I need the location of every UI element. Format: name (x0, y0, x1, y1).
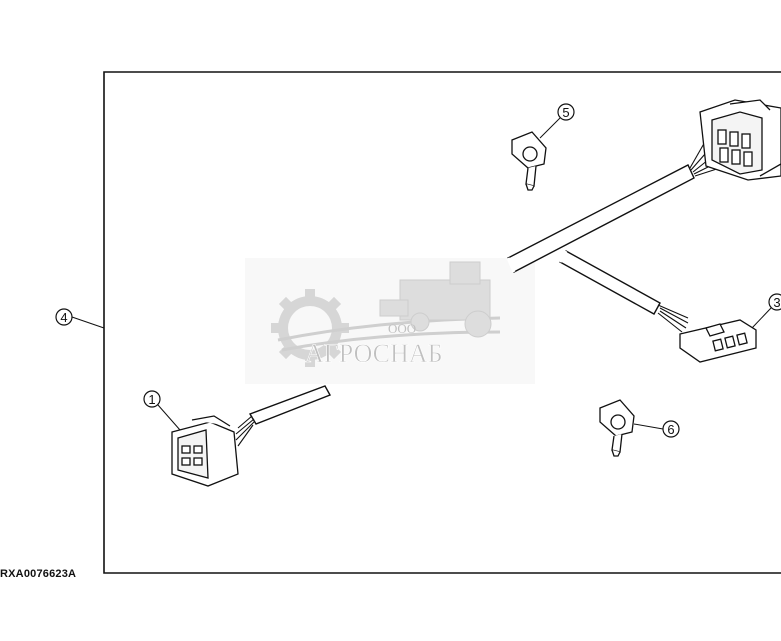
wires-connector-3 (657, 304, 689, 333)
callout-4-number: 4 (60, 310, 67, 325)
callout-3: 3 (751, 293, 781, 329)
connector-3 (679, 319, 757, 363)
diagram-frame (103, 71, 781, 574)
watermark-logo: ООО АГРОСНАБ (245, 258, 535, 384)
callout-1-number: 1 (148, 392, 155, 407)
clamp-6 (599, 399, 635, 457)
callout-5-number: 5 (562, 105, 569, 120)
callout-4: 4 (55, 308, 105, 329)
wires-connector-1 (235, 415, 255, 447)
watermark-name: АГРОСНАБ (305, 339, 443, 368)
callout-3-number: 3 (773, 295, 780, 310)
callout-5: 5 (539, 103, 575, 139)
branch-cable (558, 250, 661, 315)
watermark-prefix: ООО (388, 321, 416, 336)
connector-top-right (699, 99, 781, 181)
callout-1: 1 (143, 390, 181, 431)
clamp-5 (511, 131, 547, 191)
main-cable (506, 164, 695, 273)
harvester-silhouette (379, 261, 492, 338)
connector-1 (171, 415, 239, 487)
callout-6: 6 (633, 420, 680, 438)
callout-6-number: 6 (667, 422, 674, 437)
figure-id: RXA0076623A (0, 568, 77, 580)
lower-cable (248, 385, 332, 425)
